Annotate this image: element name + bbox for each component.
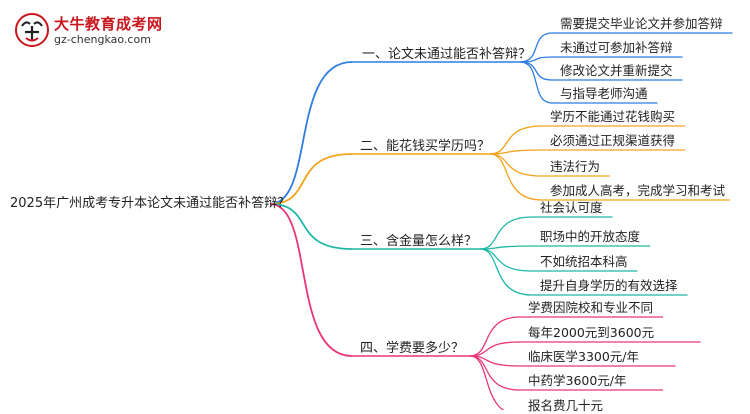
leaf-connector: [519, 61, 553, 81]
leaf-connector: [479, 248, 533, 296]
leaf-topic: 必须通过正规渠道获得: [550, 133, 676, 148]
leaf-topic: 修改论文并重新提交: [560, 63, 673, 78]
branch-connector: [269, 203, 353, 357]
leaf-connector: [489, 153, 543, 201]
leaf-topic: 学费因院校和专业不同: [528, 300, 654, 315]
leaf-connector: [469, 355, 505, 410]
leaf-topic: 提升自身学历的有效选择: [540, 278, 678, 293]
branch-topic: 三、含金量怎么样？: [360, 234, 478, 249]
logo-title: 大牛教育成考网: [54, 15, 163, 33]
leaf-topic: 需要提交毕业论文并参加答辩: [560, 16, 723, 31]
leaf-connector: [519, 61, 553, 104]
leaf-topic: 参加成人高考，完成学习和考试: [550, 183, 726, 198]
leaf-topic: 每年2000元到3600元: [528, 325, 655, 340]
branch-topic: 一、论文未通过能否补答辩？: [362, 47, 532, 62]
site-logo: 大牛教育成考网 gz-chengkao.com: [14, 10, 164, 52]
branch-topic: 二、能花钱买学历吗？: [360, 139, 491, 154]
leaf-topic: 中药学3600元/年: [528, 373, 627, 388]
leaf-topic: 职场中的开放态度: [540, 229, 641, 244]
leaf-topic: 违法行为: [550, 159, 601, 174]
leaf-connector: [469, 316, 521, 357]
root-topic: 2025年广州成考专升本论文未通过能否补答辩？: [10, 196, 291, 211]
leaf-connector: [479, 216, 533, 250]
leaf-connector: [469, 355, 521, 391]
logo-url: gz-chengkao.com: [54, 33, 151, 46]
branch-connector: [269, 61, 353, 205]
leaf-topic: 社会认可度: [540, 200, 603, 215]
leaf-topic: 不如统招本科高: [540, 254, 628, 269]
leaf-connector: [519, 32, 553, 63]
leaf-topic: 与指导老师沟通: [560, 86, 648, 101]
branch-connector: [269, 153, 353, 205]
leaf-topic: 临床医学3300元/年: [528, 349, 640, 364]
leaf-connector: [469, 341, 521, 357]
bull-logo-icon: [15, 13, 49, 47]
branch-connector: [269, 203, 353, 250]
leaf-topic: 学历不能通过花钱购买: [550, 109, 676, 124]
leaf-topic: 报名费几十元: [528, 398, 604, 413]
leaf-topic: 未通过可参加补答辩: [560, 40, 673, 55]
branch-topic: 四、学费要多少？: [360, 341, 465, 356]
